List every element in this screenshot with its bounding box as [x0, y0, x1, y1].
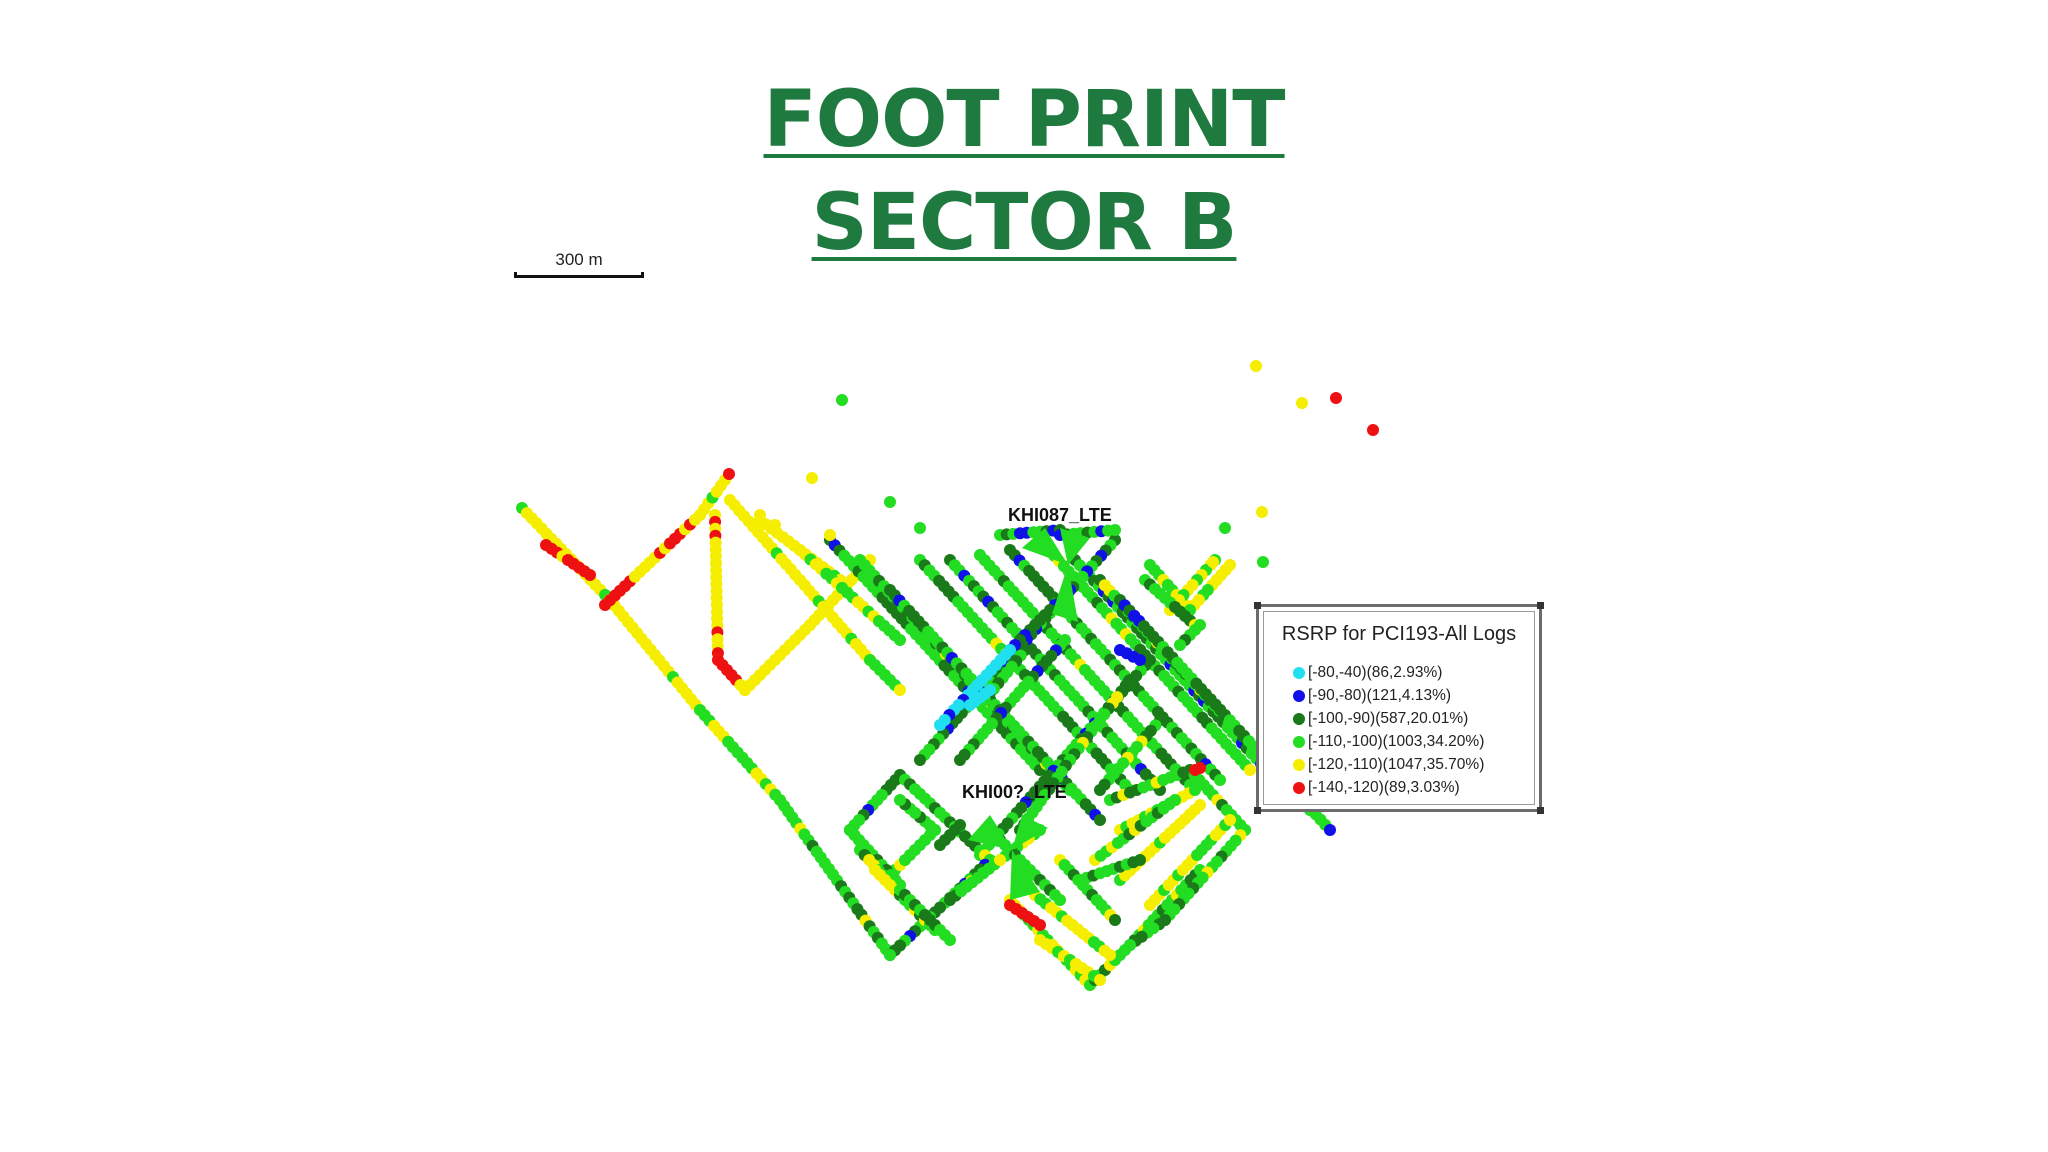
- measurement-point: [1104, 949, 1116, 961]
- measurement-point: [1194, 799, 1206, 811]
- title-text-1: FOOT PRINT: [763, 75, 1286, 165]
- legend-item: [-110,-100)(1003,34.20%): [1293, 730, 1484, 753]
- legend-corner-bl: [1254, 807, 1261, 814]
- legend-items: [-80,-40)(86,2.93%) [-90,-80)(121,4.13%)…: [1293, 661, 1484, 799]
- title-text-2: SECTOR B: [811, 178, 1238, 268]
- sector-khi087-c: [1052, 565, 1078, 622]
- sector-khi00x-b: [1012, 815, 1048, 850]
- measurement-point: [1224, 814, 1236, 826]
- measurement-point: [1189, 784, 1201, 796]
- legend-dot: [1293, 758, 1305, 771]
- site-label-khi087: KHI087_LTE: [1008, 505, 1112, 525]
- measurement-point: [984, 684, 996, 696]
- measurement-point: [894, 634, 906, 646]
- measurement-point: [1134, 654, 1146, 666]
- measurement-point: [1330, 392, 1342, 404]
- measurement-point: [1109, 914, 1121, 926]
- measurement-point: [994, 854, 1006, 866]
- scale-line: [514, 272, 644, 278]
- measurement-point: [824, 529, 836, 541]
- legend-corner-br: [1537, 807, 1544, 814]
- measurement-point: [944, 934, 956, 946]
- legend-dot: [1293, 689, 1305, 702]
- legend-dot: [1293, 712, 1305, 725]
- measurement-point: [1367, 424, 1379, 436]
- measurement-point: [723, 468, 735, 480]
- legend-label: [-140,-120)(89,3.03%): [1308, 778, 1460, 796]
- measurement-point: [769, 519, 781, 531]
- measurement-point: [894, 794, 906, 806]
- measurement-point: [894, 684, 906, 696]
- measurement-point: [934, 719, 946, 731]
- measurement-point: [954, 754, 966, 766]
- legend-dot: [1293, 781, 1305, 794]
- legend-item: [-80,-40)(86,2.93%): [1293, 661, 1484, 684]
- measurement-point: [1250, 360, 1262, 372]
- legend-dot: [1293, 666, 1305, 679]
- measurement-point: [1134, 854, 1146, 866]
- legend-item: [-90,-80)(121,4.13%): [1293, 684, 1484, 707]
- legend-title: RSRP for PCI193-All Logs: [1281, 623, 1517, 645]
- title-line-1: FOOT PRINT: [0, 75, 2048, 165]
- measurement-point: [1214, 774, 1226, 786]
- measurement-point: [1296, 397, 1308, 409]
- measurement-point: [1094, 974, 1106, 986]
- measurement-point: [1124, 939, 1136, 951]
- measurement-point: [1169, 794, 1181, 806]
- measurement-point: [1054, 894, 1066, 906]
- legend-label: [-80,-40)(86,2.93%): [1308, 663, 1443, 681]
- legend-label: [-120,-110)(1047,35.70%): [1308, 755, 1485, 773]
- sector-khi00x-a: [968, 815, 1012, 850]
- measurement-point: [1257, 556, 1269, 568]
- scale-bar: 300 m: [512, 250, 646, 278]
- measurement-point: [1256, 506, 1268, 518]
- legend-label: [-100,-90)(587,20.01%): [1308, 709, 1469, 727]
- measurement-point: [1094, 814, 1106, 826]
- drive-routes: [516, 360, 1379, 991]
- measurement-point: [884, 949, 896, 961]
- site-sectors: [968, 528, 1090, 900]
- legend-item: [-100,-90)(587,20.01%): [1293, 707, 1484, 730]
- legend-corner-tl: [1254, 602, 1261, 609]
- measurement-point: [884, 496, 896, 508]
- measurement-point: [954, 819, 966, 831]
- measurement-point: [754, 509, 766, 521]
- measurement-point: [1194, 762, 1206, 774]
- title-line-2: SECTOR B: [0, 178, 2048, 268]
- measurement-point: [914, 522, 926, 534]
- scale-label: 300 m: [555, 250, 603, 269]
- legend-corner-tr: [1537, 602, 1544, 609]
- measurement-point: [1094, 784, 1106, 796]
- measurement-point: [1174, 639, 1186, 651]
- legend-item: [-120,-110)(1047,35.70%): [1293, 753, 1484, 776]
- legend-item: [-140,-120)(89,3.03%): [1293, 776, 1484, 799]
- legend-label: [-90,-80)(121,4.13%): [1308, 686, 1452, 704]
- site-label-khi00x: KHI00?_LTE: [962, 782, 1067, 802]
- measurement-point: [1244, 764, 1256, 776]
- sector-khi00x-c: [1010, 850, 1040, 900]
- measurement-point: [584, 569, 596, 581]
- measurement-point: [1324, 824, 1336, 836]
- legend-dot: [1293, 735, 1305, 748]
- measurement-point: [836, 394, 848, 406]
- measurement-point: [914, 754, 926, 766]
- legend-box: RSRP for PCI193-All Logs [-80,-40)(86,2.…: [1254, 602, 1544, 814]
- legend-label: [-110,-100)(1003,34.20%): [1308, 732, 1485, 750]
- sector-khi087-b: [1060, 528, 1090, 565]
- measurement-point: [1109, 524, 1121, 536]
- measurement-point: [1034, 919, 1046, 931]
- measurement-point: [1219, 522, 1231, 534]
- measurement-point: [1207, 556, 1219, 568]
- sector-khi087-a: [1022, 528, 1068, 565]
- measurement-point: [806, 472, 818, 484]
